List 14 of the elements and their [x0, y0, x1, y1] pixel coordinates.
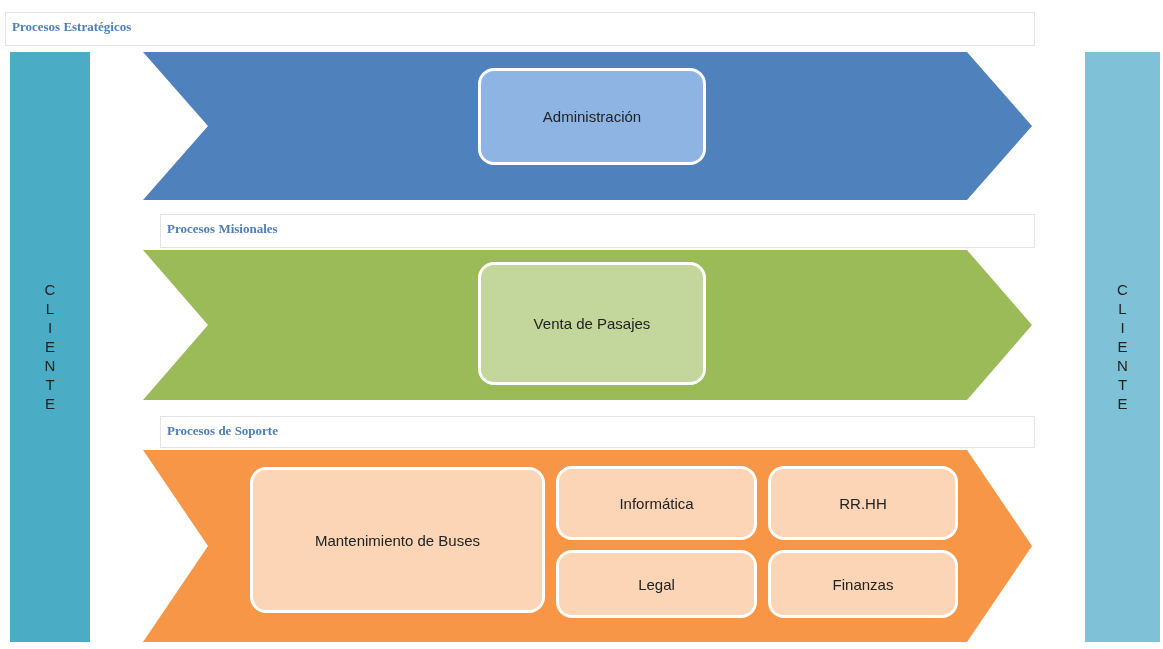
- process-box: Venta de Pasajes: [478, 262, 706, 385]
- process-box: Administración: [478, 68, 706, 165]
- customer-bar: [1085, 52, 1160, 642]
- vertical-label: CLIENTE: [1114, 280, 1131, 414]
- customer-bar: [10, 52, 90, 642]
- process-box: Finanzas: [768, 550, 958, 618]
- process-box: Legal: [556, 550, 757, 618]
- process-box: RR.HH: [768, 466, 958, 540]
- section-heading: Procesos Estratégicos: [5, 12, 1035, 46]
- process-box: Mantenimiento de Buses: [250, 467, 545, 613]
- section-heading: Procesos Misionales: [160, 214, 1035, 248]
- process-box: Informática: [556, 466, 757, 540]
- section-heading: Procesos de Soporte: [160, 416, 1035, 448]
- vertical-label: CLIENTE: [41, 280, 59, 414]
